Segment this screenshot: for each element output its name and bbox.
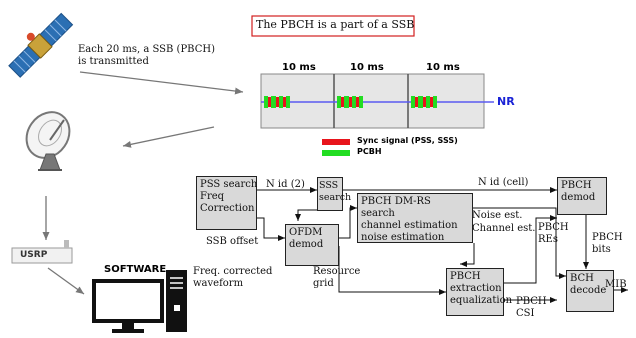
pbch-demod-line-1: PBCH [561,180,592,191]
callout-border [251,15,415,37]
channel-est-label: Channel est. [472,223,536,234]
pbch-res-line-1: PBCH [538,222,569,233]
noise-est-label: Noise est. [472,210,523,221]
pbch-bits-line-1: PBCH [592,232,623,243]
resource-grid-line-2: grid [313,278,334,289]
pbch-bits-label: PBCH bits [592,232,623,256]
sss-line-1: SSS [319,180,339,191]
computer-icon [92,270,187,333]
flow-edges [257,187,628,303]
dmrs-line-4: noise estimation [361,232,445,243]
satellite-icon [8,12,74,78]
bch-line-2: decode [570,285,607,296]
ofdm-line-2: demod [289,239,324,250]
sss-line-2: search [319,192,352,203]
software-label: SOFTWARE [104,264,167,275]
legend-pbch-label: PCBH [357,147,382,156]
pbch-demod-block: PBCH demod [557,177,607,215]
nid-cell-label: N id (cell) [478,177,529,188]
dish-antenna-icon [25,111,71,171]
timeline-segment-1: 10 ms [282,62,316,73]
ssb-offset-label: SSB offset [206,236,259,247]
satellite-caption-line-2: is transmitted [78,56,149,67]
dmrs-line-2: search [361,208,395,219]
bch-line-1: BCH [570,273,594,284]
dmrs-line-1: PBCH DM-RS [361,196,431,207]
pbch-extraction-block: PBCH extraction equalization [446,268,513,316]
pss-line-2: Freq [200,191,225,202]
legend-pbch-swatch [322,150,350,156]
ssb-burst-2 [337,96,363,108]
ssb-timeline [260,73,494,129]
pbch-res-line-2: REs [538,234,558,245]
dmrs-line-3: channel estimation [361,220,458,231]
extract-line-1: PBCH [450,271,481,282]
freq-corrected-label: Freq. corrected waveform [193,266,272,290]
legend-sync-swatch [322,139,350,145]
pbch-demod-line-2: demod [561,192,596,203]
ofdm-demod-block: OFDM demod [285,224,339,266]
satellite-caption: Each 20 ms, a SSB (PBCH) is transmitted [78,44,215,68]
nid2-label: N id (2) [266,179,305,190]
ssb-burst-1 [264,96,290,108]
bch-decode-block: BCH decode [566,270,614,312]
freq-corrected-line-1: Freq. corrected [193,266,273,277]
freq-corrected-line-2: waveform [193,278,244,289]
pbch-csi-line-1: PBCH [516,296,547,307]
usrp-device [11,240,73,264]
timeline-segment-2: 10 ms [350,62,384,73]
sss-search-block: SSS search [317,177,352,211]
pbch-res-label: PBCH REs [538,222,569,246]
pss-line-3: Correction [200,203,255,214]
timeline-segment-3: 10 ms [426,62,460,73]
resource-grid-line-1: Resource [313,266,361,277]
pbch-bits-line-2: bits [592,244,611,255]
pss-search-block: PSS search Freq Correction [196,176,257,230]
nr-band-label: NR [497,95,515,108]
ssb-callout: The PBCH is a part of a SSB [256,18,415,31]
legend-sync-label: Sync signal (PSS, SSS) [357,136,458,145]
pbch-csi-line-2: CSI [516,308,535,319]
satellite-caption-line-1: Each 20 ms, a SSB (PBCH) [78,44,215,55]
ofdm-line-1: OFDM [289,227,323,238]
usrp-label: USRP [20,250,48,260]
ssb-burst-3 [411,96,437,108]
pbch-dmrs-block: PBCH DM-RS search channel estimation noi… [357,193,473,243]
pss-line-1: PSS search [200,179,258,190]
pbch-csi-label: PBCH CSI [516,296,547,320]
mib-label: MIB [605,279,627,290]
extract-line-3: equalization [450,295,513,306]
resource-grid-label: Resource grid [313,266,360,290]
extract-line-2: extraction [450,283,502,294]
